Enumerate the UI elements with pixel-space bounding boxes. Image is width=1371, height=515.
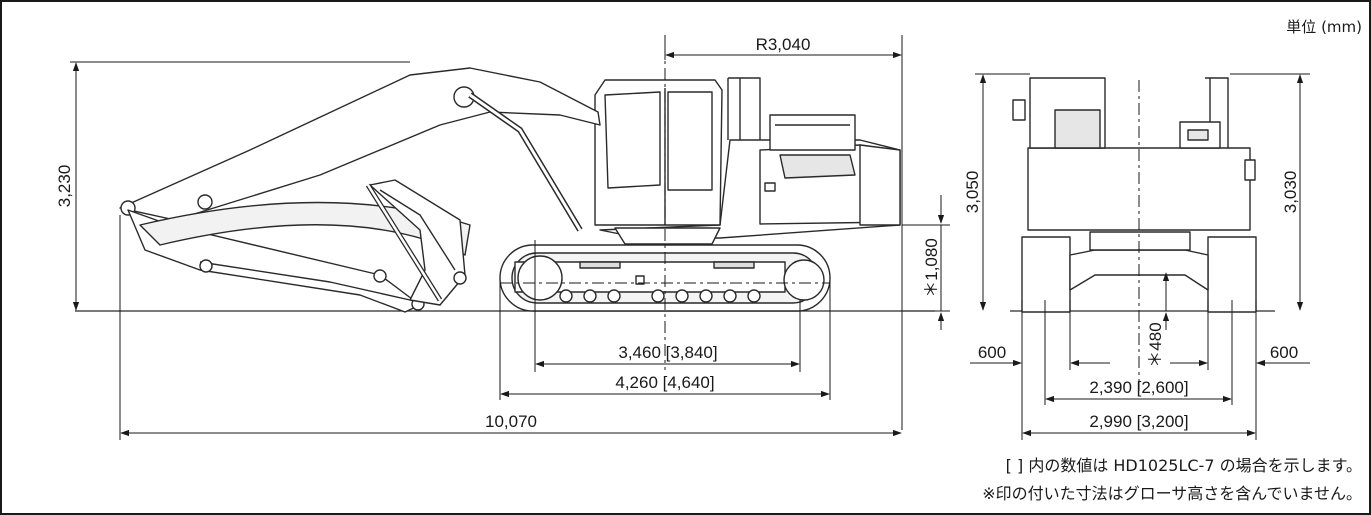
front-view-dimensions xyxy=(970,73,1310,440)
unit-label: 単位 (mm) xyxy=(1286,18,1362,36)
dim-overall-height: 3,230 xyxy=(55,165,74,208)
dim-rail-height: 3,030 xyxy=(1281,171,1300,214)
dim-track-gauge: 2,390 [2,600] xyxy=(1089,378,1188,397)
dim-min-ground-clearance: ＊480 xyxy=(1146,322,1165,367)
dim-tail-swing-radius: R3,040 xyxy=(756,35,811,54)
note-grouser-height: ※印の付いた寸法はグローサ高さを含んでいません。 xyxy=(982,484,1362,503)
dim-cab-height: 3,050 xyxy=(963,171,982,214)
bucket xyxy=(365,179,467,306)
dim-track-length: 4,260 [4,640] xyxy=(615,373,714,392)
dim-tumbler-distance: 3,460 [3,840] xyxy=(618,343,717,362)
dim-shoe-width-right: 600 xyxy=(1270,343,1298,362)
dim-counterweight-clearance: ＊1,080 xyxy=(922,238,941,298)
dim-shoe-width-left: 600 xyxy=(978,343,1006,362)
front-view-excavator xyxy=(1010,77,1275,313)
upper-structure xyxy=(594,77,901,245)
side-view-excavator xyxy=(75,67,935,313)
side-view-dimensions xyxy=(70,35,950,440)
left-track xyxy=(1021,236,1071,313)
dim-overall-width: 2,990 [3,200] xyxy=(1089,412,1188,431)
boom-cylinder xyxy=(468,92,583,232)
note-bracket-values: [ ] 内の数値は HD1025LC-7 の場合を示します。 xyxy=(1006,456,1362,475)
dim-overall-length: 10,070 xyxy=(485,412,537,431)
